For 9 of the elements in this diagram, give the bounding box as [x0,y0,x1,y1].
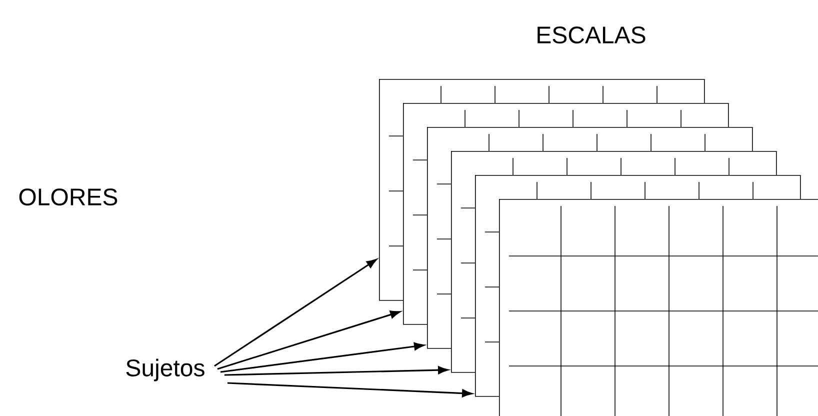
grid-sheet [499,199,818,416]
label-text: Sujetos [126,358,204,382]
axis-label: OLORES [19,188,118,206]
arrow [224,366,448,376]
arrow [217,310,400,370]
axis-label: ESCALAS [538,26,646,44]
arrow [214,258,377,367]
arrow [220,342,424,373]
arrow [227,382,472,398]
